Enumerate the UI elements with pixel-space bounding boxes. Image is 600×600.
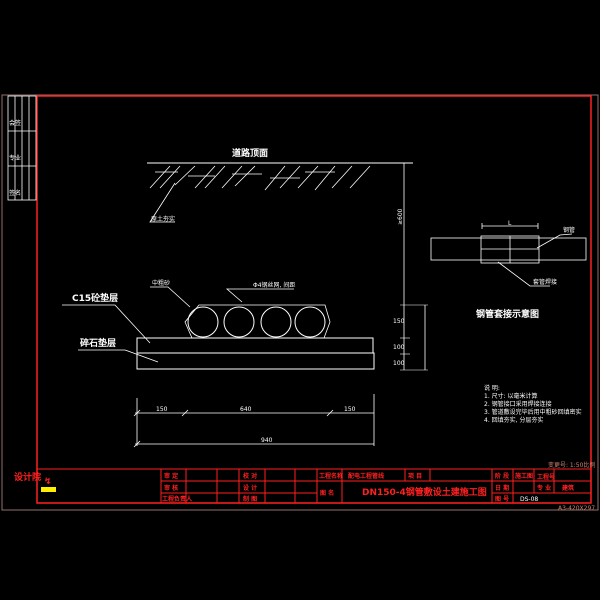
draw-label: 制 图 [243, 495, 257, 503]
detail-top-dim: L [508, 220, 512, 227]
width-dim: 150 [344, 406, 356, 413]
date-label: 日 期 [495, 484, 509, 492]
mesh-label: Φ4钢丝网, 间距 [253, 281, 295, 289]
sheet-size: A3-420X297 [558, 505, 595, 512]
detail-label-top: 钢管 [563, 226, 575, 234]
logo-mark [41, 487, 56, 492]
note-item: 2. 钢管接口采用焊接连接 [484, 400, 552, 408]
sand-leader [150, 286, 191, 308]
design-label: 设 计 [243, 484, 257, 492]
concrete-bed [136, 337, 374, 354]
soil-leader [149, 182, 176, 223]
concrete-label: C15砼垫层 [72, 292, 118, 304]
lead-label: 工程负责人 [162, 495, 193, 503]
notes-heading: 说 明: [484, 384, 500, 392]
soil-hatch [149, 165, 371, 191]
layer-dim: 100 [393, 344, 405, 351]
width-dim: 150 [156, 406, 168, 413]
gravel-label: 碎石垫层 [80, 337, 116, 349]
discipline-value: 建筑 [562, 484, 574, 492]
revision-text: 变更号: 1:50比例 [548, 461, 595, 469]
company-logo: ↯ [44, 477, 52, 487]
depth-dim: ≥600 [397, 208, 404, 225]
sub-label: 项 目 [408, 472, 422, 480]
project-label: 工程名称 [319, 472, 343, 480]
stage-label: 阶 段 [495, 472, 509, 480]
strip-label: 签名 [9, 189, 21, 197]
concrete-leader [62, 304, 151, 344]
layer-dim: 100 [393, 360, 405, 367]
width-dim: 640 [240, 406, 252, 413]
pipe [294, 306, 326, 338]
signature-strip [7, 95, 37, 201]
detail-label-bottom: 套管焊接 [533, 278, 557, 286]
drawing-name-label: 图 名 [320, 489, 334, 497]
note-item: 1. 尺寸: 以毫米计算 [484, 392, 538, 400]
drawing-name: DN150-4钢管敷设土建施工图 [362, 486, 487, 498]
pipe [260, 306, 292, 338]
pipe [223, 306, 255, 338]
mesh-leader [225, 288, 294, 303]
pipe [187, 306, 219, 338]
layer-dim: 150 [393, 318, 405, 325]
soil-label: 原土夯实 [151, 215, 175, 223]
outer-frame [1, 94, 599, 511]
gravel-bed [136, 352, 375, 370]
sleeve-detail [430, 223, 587, 287]
project-value: 配电工程管线 [348, 472, 384, 480]
total-width-dim: 940 [261, 437, 273, 444]
check-label: 校 对 [243, 472, 257, 480]
inner-frame [36, 95, 592, 504]
drawing-no: DS-08 [520, 496, 538, 503]
stage-value: 施工图 [515, 472, 533, 480]
review-label: 审 核 [164, 484, 178, 492]
discipline-label: 专 业 [537, 484, 551, 492]
sand-label: 中粗砂 [152, 279, 170, 287]
note-item: 4. 回填夯实, 分层夯实 [484, 416, 543, 424]
sand-envelope [184, 304, 331, 339]
drawing-no-label: 图 号 [495, 495, 509, 503]
gravel-leader [78, 349, 159, 363]
road-top-label: 道路顶面 [232, 147, 268, 159]
strip-label: 会签 [9, 119, 21, 127]
title-block [37, 468, 591, 503]
width-dims [133, 394, 375, 448]
strip-label: 专业 [9, 154, 21, 162]
company-name: 设计院 [14, 471, 41, 483]
detail-title: 钢管套接示意图 [476, 308, 539, 320]
project-number-label: 工程号 [537, 473, 555, 481]
approve-label: 审 定 [164, 472, 178, 480]
note-item: 3. 管道敷设完毕后用中粗砂回填密实 [484, 408, 582, 416]
